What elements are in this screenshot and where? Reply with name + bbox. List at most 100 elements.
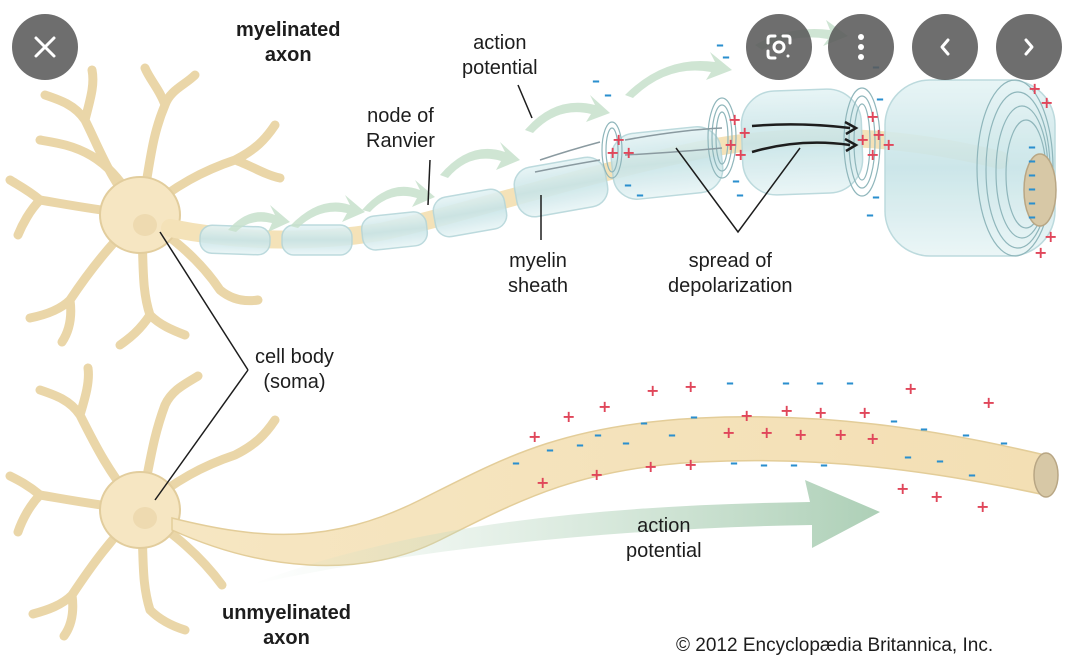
svg-text:–: – xyxy=(730,453,738,472)
svg-text:+: + xyxy=(794,425,807,444)
node-of-ranvier-label: node of Ranvier xyxy=(366,105,435,152)
svg-text:+: + xyxy=(740,406,753,425)
bottom-axon xyxy=(171,416,1046,567)
svg-text:+: + xyxy=(930,487,943,506)
leader-lines xyxy=(154,84,801,501)
svg-text:–: – xyxy=(872,187,880,206)
chevron-left-icon xyxy=(936,36,954,58)
svg-text:–: – xyxy=(760,455,768,474)
cell-body-label: cell body (soma) xyxy=(255,346,334,393)
svg-text:+: + xyxy=(684,377,697,396)
svg-text:–: – xyxy=(722,47,730,66)
close-button[interactable] xyxy=(12,14,78,80)
svg-text:–: – xyxy=(866,205,874,224)
svg-text:–: – xyxy=(576,435,584,454)
close-icon xyxy=(31,33,59,61)
svg-text:–: – xyxy=(622,433,630,452)
bottom-nucleus xyxy=(133,507,157,529)
svg-text:–: – xyxy=(816,373,824,392)
svg-text:–: – xyxy=(920,419,928,438)
svg-text:+: + xyxy=(1034,243,1047,262)
svg-text:+: + xyxy=(814,403,827,422)
bottom-axon-end-face xyxy=(1033,452,1059,498)
svg-text:–: – xyxy=(604,85,612,104)
svg-text:–: – xyxy=(668,425,676,444)
svg-text:+: + xyxy=(724,135,737,154)
more-vert-icon xyxy=(856,33,866,61)
svg-text:+: + xyxy=(590,465,603,484)
svg-text:–: – xyxy=(716,35,724,54)
svg-text:–: – xyxy=(790,455,798,474)
svg-text:+: + xyxy=(738,123,751,142)
svg-text:+: + xyxy=(760,423,773,442)
svg-text:+: + xyxy=(982,393,995,412)
previous-button[interactable] xyxy=(912,14,978,80)
svg-text:–: – xyxy=(736,185,744,204)
svg-text:+: + xyxy=(528,427,541,446)
svg-text:+: + xyxy=(646,381,659,400)
svg-text:–: – xyxy=(636,185,644,204)
svg-text:+: + xyxy=(734,145,747,164)
svg-text:–: – xyxy=(640,413,648,432)
svg-text:–: – xyxy=(890,411,898,430)
bottom-negative-charges: –––– –––– ––– –––– ––––– ––– xyxy=(512,373,1008,484)
svg-text:+: + xyxy=(644,457,657,476)
svg-text:+: + xyxy=(866,107,879,126)
bottom-action-potential-arrow xyxy=(250,480,880,585)
svg-text:–: – xyxy=(1028,193,1036,212)
unmyelinated-axon-label: unmyelinated axon xyxy=(222,602,351,649)
svg-text:+: + xyxy=(684,455,697,474)
reverse-current-arrows xyxy=(534,127,723,173)
svg-text:+: + xyxy=(536,473,549,492)
top-cell-body xyxy=(99,176,181,254)
svg-text:+: + xyxy=(780,401,793,420)
spread-of-depolarization-label: spread of depolarization xyxy=(668,250,793,297)
svg-text:+: + xyxy=(866,429,879,448)
svg-text:–: – xyxy=(968,465,976,484)
svg-text:–: – xyxy=(512,453,520,472)
svg-text:–: – xyxy=(1028,137,1036,156)
top-nucleus xyxy=(133,214,157,236)
svg-text:+: + xyxy=(858,403,871,422)
svg-text:+: + xyxy=(598,397,611,416)
action-potential-bottom-label: action potential xyxy=(626,515,702,562)
svg-text:+: + xyxy=(728,110,741,129)
svg-text:+: + xyxy=(606,143,619,162)
svg-text:–: – xyxy=(1028,179,1036,198)
more-options-button[interactable] xyxy=(828,14,894,80)
svg-text:+: + xyxy=(622,143,635,162)
myelinated-axon-label: myelinated axon xyxy=(236,19,341,66)
svg-text:–: – xyxy=(1028,151,1036,170)
next-button[interactable] xyxy=(996,14,1062,80)
svg-text:+: + xyxy=(834,425,847,444)
svg-text:–: – xyxy=(904,447,912,466)
svg-text:–: – xyxy=(726,373,734,392)
svg-text:–: – xyxy=(782,373,790,392)
svg-text:+: + xyxy=(856,130,869,149)
svg-text:+: + xyxy=(612,130,625,149)
svg-text:–: – xyxy=(546,440,554,459)
svg-text:+: + xyxy=(1040,93,1053,112)
myelin-sheath-label: myelin sheath xyxy=(508,250,569,297)
svg-text:+: + xyxy=(562,407,575,426)
svg-text:+: + xyxy=(896,479,909,498)
bottom-positive-charges: +++ ++++ ++++ +++++ ++++ +++ xyxy=(528,377,995,516)
action-potential-top-label: action potential xyxy=(462,32,538,79)
svg-text:–: – xyxy=(876,89,884,108)
lens-button[interactable] xyxy=(746,14,812,80)
svg-text:–: – xyxy=(624,175,632,194)
svg-text:–: – xyxy=(1028,165,1036,184)
svg-text:+: + xyxy=(866,145,879,164)
svg-text:+: + xyxy=(1044,227,1057,246)
depolarization-arrows xyxy=(751,120,859,154)
svg-text:–: – xyxy=(962,425,970,444)
top-axon-end-face xyxy=(1023,153,1057,227)
myelin-segments xyxy=(199,79,1056,257)
svg-text:–: – xyxy=(594,425,602,444)
copyright-notice: © 2012 Encyclopædia Britannica, Inc. xyxy=(676,635,994,656)
svg-text:–: – xyxy=(690,407,698,426)
svg-text:+: + xyxy=(722,423,735,442)
svg-text:–: – xyxy=(846,373,854,392)
svg-text:+: + xyxy=(872,125,885,144)
